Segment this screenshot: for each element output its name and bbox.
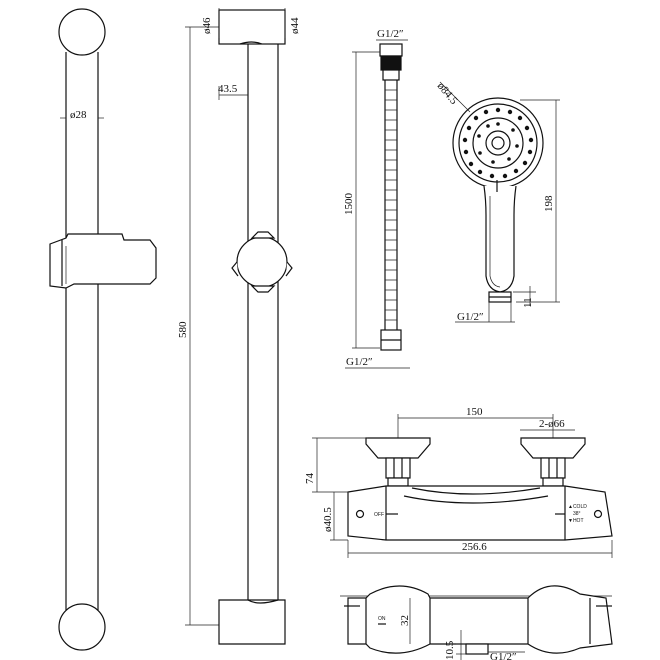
hose-length-label: 1500 xyxy=(343,193,355,216)
handset-neck-label: 11 xyxy=(522,297,534,308)
bracket-dia-44: ø44 xyxy=(289,17,301,34)
mixer-width-label: 256.6 xyxy=(462,541,487,553)
hose-bottom-thread: G1/2″ xyxy=(346,356,373,368)
hot-label: ▼HOT xyxy=(568,518,584,524)
rail-bottom-ball xyxy=(58,603,106,651)
handset-thread-label: G1/2″ xyxy=(457,311,484,323)
bottom-depth-label: 32 xyxy=(399,615,411,626)
mixer-front-view: 150 2-ø66 OFF ▲COLD 38° ▼HOT 74 xyxy=(304,406,613,558)
handset-handle xyxy=(483,185,517,293)
bracket-dia-46: ø46 xyxy=(201,17,213,34)
rail-slider-holder xyxy=(49,233,157,289)
bracket-offset-label: 43.5 xyxy=(218,83,238,95)
rail-diameter-label: ø28 xyxy=(70,109,87,121)
mixer-flange-dia-label: 2-ø66 xyxy=(539,418,565,430)
rail-length-dimension: 580 xyxy=(177,26,230,626)
left-flange xyxy=(365,437,431,459)
temp-label: 38° xyxy=(573,511,581,517)
mixer-height-label: 74 xyxy=(304,473,316,485)
off-label: OFF xyxy=(374,512,384,518)
outlet-thread-label: G1/2″ xyxy=(490,651,517,660)
on-label: ON xyxy=(378,616,386,622)
mixer-centers-label: 150 xyxy=(466,406,483,418)
rail-view: ø28 xyxy=(49,8,157,651)
side-slider-knob xyxy=(236,236,288,288)
mixer-body xyxy=(347,485,613,541)
hose-view: G1/2″ G1/2″ 1500 xyxy=(343,28,410,369)
handset-length-label: 198 xyxy=(543,195,555,212)
mixer-bottom-view: ON 32 10.5 G1/2″ xyxy=(340,585,613,660)
cold-label: ▲COLD xyxy=(568,504,587,510)
side-bottom-bracket xyxy=(218,599,286,645)
handset-head-dia: ø84.5 xyxy=(435,80,460,107)
rail-top-ball xyxy=(58,8,106,56)
hose-top-thread: G1/2″ xyxy=(377,28,404,40)
side-top-bracket xyxy=(218,9,286,45)
rail-length-label: 580 xyxy=(177,321,189,338)
handset-view: ø84.5 198 11 G1/2″ xyxy=(435,80,560,323)
rail-side-view: ø46 ø44 43.5 xyxy=(201,8,301,645)
right-flange xyxy=(520,437,586,459)
outlet-stub xyxy=(465,643,489,655)
bottom-body xyxy=(347,585,613,654)
outlet-height-label: 10.5 xyxy=(444,640,456,660)
mixer-body-dia-label: ø40.5 xyxy=(322,507,334,532)
